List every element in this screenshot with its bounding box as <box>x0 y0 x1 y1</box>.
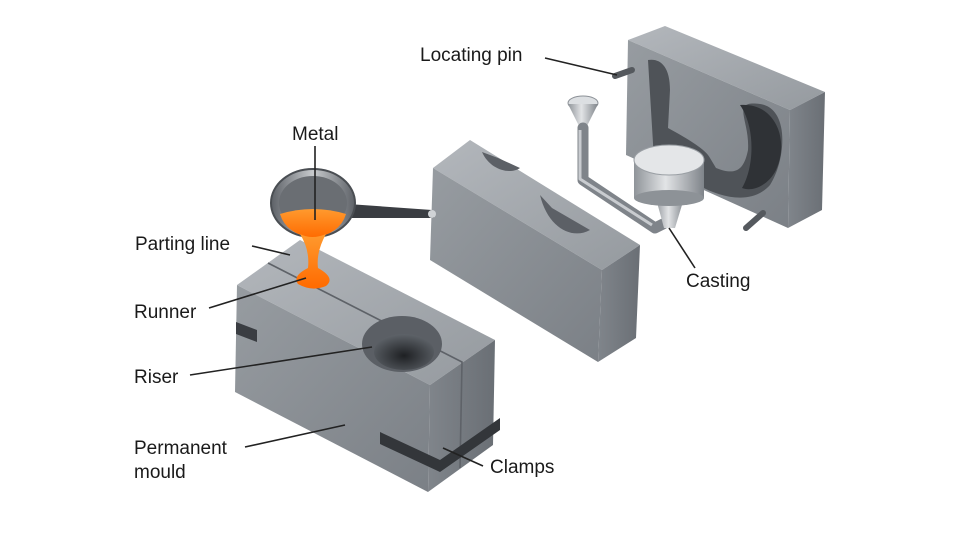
rear-mould-side <box>788 92 825 228</box>
leader-runner <box>208 277 307 309</box>
label-casting: Casting <box>686 271 751 292</box>
locating-pin-lower <box>743 210 766 231</box>
molten-metal-stream <box>296 234 330 289</box>
label-permanent-mould: Permanent mould <box>134 437 227 485</box>
label-metal: Metal <box>292 124 339 145</box>
ladle <box>270 168 436 289</box>
leader-clamps <box>442 447 484 467</box>
label-clamps: Clamps <box>490 457 555 478</box>
leader-locating-pin <box>544 57 618 76</box>
ladle-handle-hole <box>428 210 436 218</box>
middle-mould-notch-left <box>482 152 520 172</box>
casting-runner-highlight <box>578 130 653 227</box>
front-mould-riser-hole-inner <box>374 334 434 370</box>
casting-riser-bottom <box>634 190 704 206</box>
ladle-handle <box>348 204 434 218</box>
middle-mould-side <box>598 245 640 362</box>
leader-casting <box>668 227 696 269</box>
label-runner: Runner <box>134 302 197 323</box>
molten-metal-pool <box>280 209 346 238</box>
front-mould-parting-line <box>267 262 463 469</box>
casting-riser-top <box>633 144 705 176</box>
casting-part <box>567 95 705 234</box>
rear-mould-cavity-shade <box>740 104 782 190</box>
locating-pin-upper <box>612 67 635 79</box>
middle-mould-face <box>430 168 602 362</box>
leader-permanent-mould <box>244 424 346 448</box>
middle-mould-notch-right <box>540 195 590 234</box>
label-parting-line: Parting line <box>135 234 231 255</box>
middle-mould-half <box>430 140 640 362</box>
clamp-front-band <box>380 418 500 472</box>
leader-lines <box>189 57 696 467</box>
label-riser: Riser <box>134 367 179 388</box>
label-locating-pin: Locating pin <box>420 45 523 66</box>
casting-sprue-cone <box>568 104 598 128</box>
leader-parting-line <box>251 245 291 256</box>
label-permanent-mould-line2: mould <box>134 462 186 483</box>
rear-mould-top <box>628 26 825 110</box>
leader-riser <box>189 346 373 376</box>
clamp-left <box>236 322 257 342</box>
label-permanent-mould-line1: Permanent <box>134 438 227 459</box>
middle-mould-top <box>433 140 640 270</box>
